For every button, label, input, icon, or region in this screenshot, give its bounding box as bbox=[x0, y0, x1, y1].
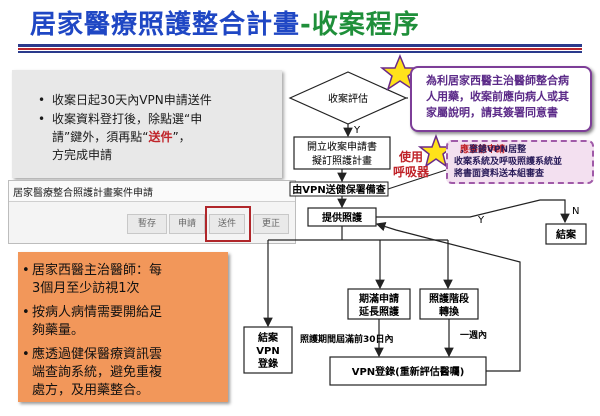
no-label: N bbox=[572, 206, 579, 217]
ventilator-line3: 將書面資料送本組審查 bbox=[454, 169, 545, 179]
login-loop-arrow bbox=[375, 221, 521, 372]
ventilator-note-box: 應事前申請，登錄VPN居整 收案系統及呼吸照護系統並 將書面資料送本組審查 bbox=[446, 140, 594, 184]
submit-highlight-frame bbox=[205, 206, 251, 242]
note-item-1: • 收案日起30天內VPN申請送件 bbox=[38, 93, 212, 107]
before-expire-label: 照護期間屆滿前30日內 bbox=[300, 333, 394, 345]
vpn-login-label: VPN登錄(重新評估醫囑) bbox=[352, 365, 465, 378]
stage-transition-line2: 轉換 bbox=[439, 305, 460, 318]
consent-line2: 人用藥，收案前應向病人或其 bbox=[426, 90, 569, 103]
stage-transition-line1: 照護階段 bbox=[429, 292, 469, 305]
submission-note: • 收案日起30天內VPN申請送件 • 收案資料登打後，除點選“申 請”鍵外，須… bbox=[12, 70, 282, 178]
case-application-panel: 居家醫療整合照護計畫案件申請 暫存 申請 送件 更正 bbox=[8, 180, 296, 244]
close-case-label: 結案 bbox=[556, 228, 577, 241]
vpn-to-ventilator-line bbox=[387, 169, 447, 190]
guidance-item-1: • 居家西醫主治醫師：每 3個月至少訪視1次 bbox=[22, 263, 163, 296]
open-case-line2: 擬訂照護計畫 bbox=[312, 154, 372, 167]
one-week-label: 一週內 bbox=[460, 329, 487, 341]
consent-line1: 為利居家西醫主治醫師整合病 bbox=[426, 74, 569, 87]
title-sub: -收案程序 bbox=[300, 10, 420, 40]
consent-note-box: 為利居家西醫主治醫師整合病 人用藥，收案前應向病人或其 家屬說明，請其簽署同意書 bbox=[410, 66, 592, 132]
extend-care-line2: 延長照護 bbox=[358, 305, 400, 318]
title-stripe-red bbox=[18, 48, 582, 50]
vpn-login-box bbox=[329, 356, 487, 386]
open-case-line1: 開立收案申請書 bbox=[307, 140, 377, 153]
page-title: 居家醫療照護整合計畫-收案程序 bbox=[30, 4, 420, 41]
yes-label-1: Y bbox=[353, 125, 361, 136]
assess-label: 收案評估 bbox=[328, 92, 368, 105]
close-case-box bbox=[545, 223, 587, 245]
apply-button[interactable]: 申請 bbox=[169, 214, 205, 234]
ventilator-label: 使用 呼吸器 bbox=[393, 150, 430, 179]
save-draft-button[interactable]: 暫存 bbox=[127, 214, 167, 234]
close-vpn-line3: 登錄 bbox=[257, 357, 278, 370]
title-stripe-blue bbox=[18, 44, 582, 47]
open-case-box bbox=[293, 136, 391, 170]
provide-care-label: 提供照護 bbox=[322, 211, 363, 224]
title-stripe-blue-2 bbox=[18, 51, 582, 53]
physician-guidance-box: • 居家西醫主治醫師：每 3個月至少訪視1次 • 按病人病情需要開給足 夠藥量。… bbox=[18, 252, 228, 402]
yes-label-2: Y bbox=[477, 215, 485, 226]
extend-care-line1: 期滿申請 bbox=[359, 292, 399, 305]
close-vpn-box bbox=[243, 326, 293, 374]
note-item-2-line3: 方完成申請 bbox=[52, 148, 113, 162]
guidance-item-2: • 按病人病情需要開給足 夠藥量。 bbox=[22, 305, 163, 338]
close-vpn-line2: VPN bbox=[256, 346, 279, 357]
extend-care-box bbox=[347, 288, 411, 320]
care-to-close-arrow bbox=[376, 199, 570, 224]
title-main: 居家醫療照護整合計畫 bbox=[30, 10, 301, 40]
close-vpn-line1: 結案 bbox=[258, 331, 279, 344]
ventilator-line2: 收案系統及呼吸照護系統並 bbox=[454, 157, 563, 167]
note-item-2-line2: 請”鍵外，須再點“送件”， bbox=[52, 130, 191, 144]
consent-line3: 家屬說明，請其簽署同意書 bbox=[426, 106, 558, 119]
submit-button[interactable]: 送件 bbox=[209, 214, 245, 234]
note-item-2: • 收案資料登打後，除點選“申 bbox=[38, 112, 203, 126]
panel-header: 居家醫療整合照護計畫案件申請 bbox=[9, 181, 295, 202]
send-keyword: 送件 bbox=[148, 130, 173, 144]
correct-button[interactable]: 更正 bbox=[253, 214, 289, 234]
guidance-item-3: • 應透過健保醫療資訊雲 端查詢系統，避免重複 處方，及用藥整合。 bbox=[22, 347, 163, 398]
vpn-submit-label: 由VPN送健保署備查 bbox=[292, 183, 386, 196]
